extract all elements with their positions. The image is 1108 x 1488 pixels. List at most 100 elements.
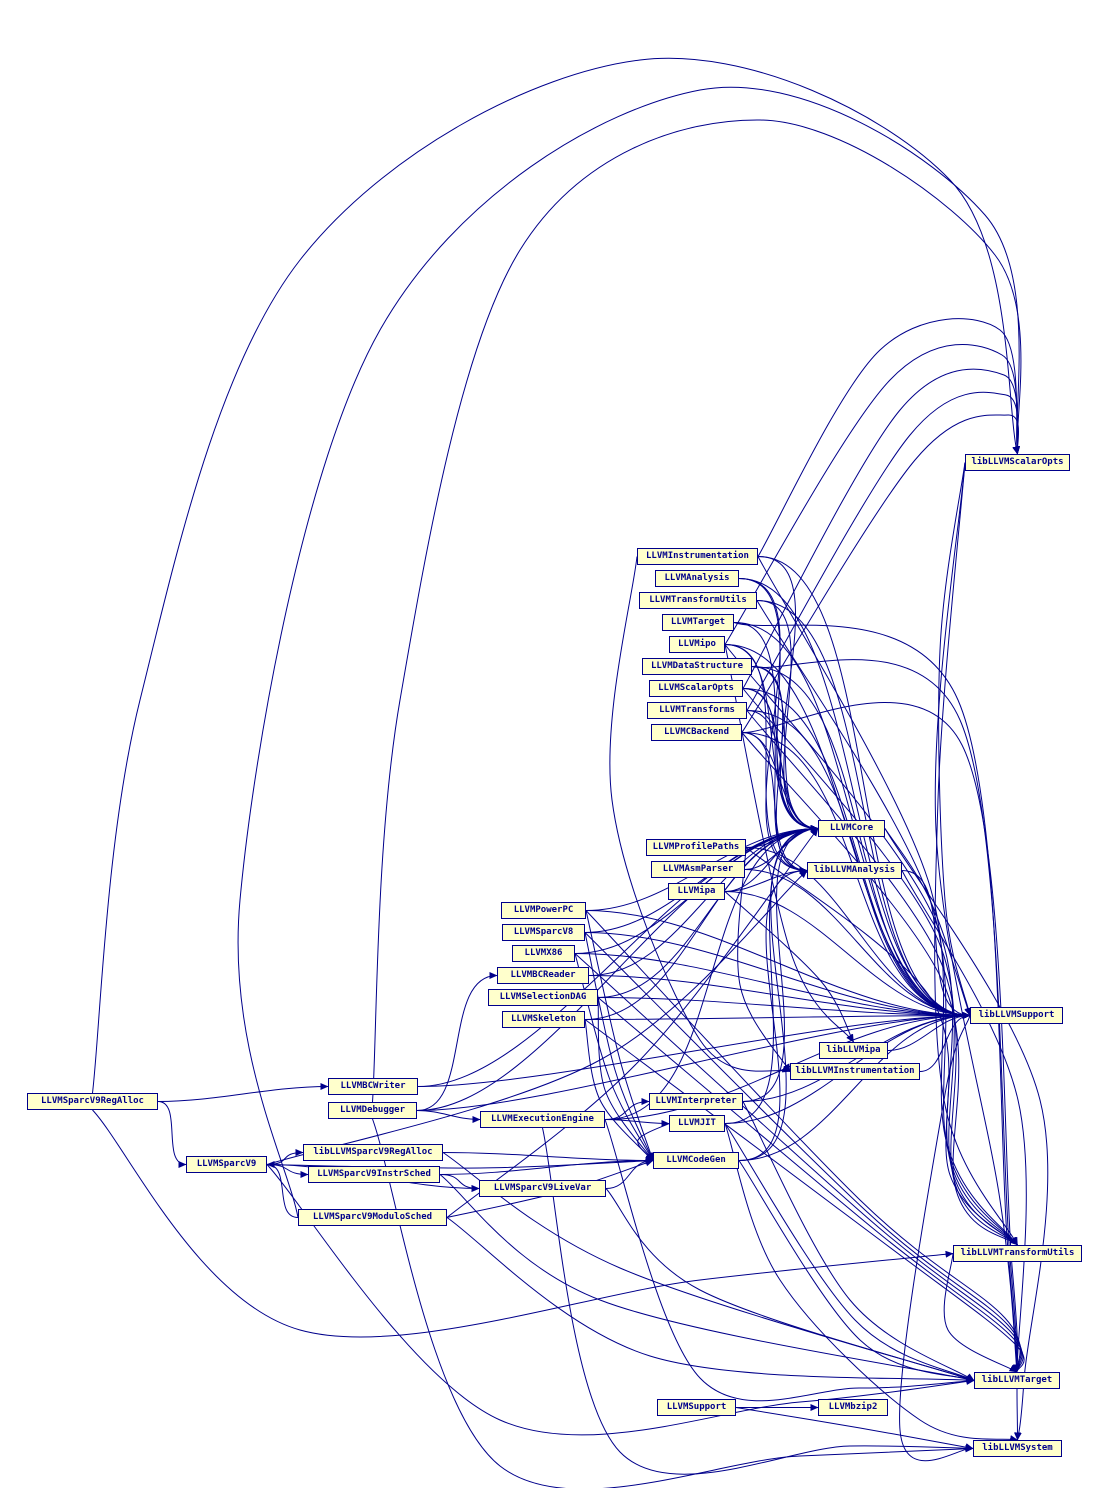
graph-node-LLVMCore[interactable]: LLVMCore bbox=[818, 820, 885, 837]
graph-node-LLVMCBackend[interactable]: LLVMCBackend bbox=[651, 724, 742, 741]
edge-LLVMDebugger-to-libLLVMSystem bbox=[372, 1118, 974, 1488]
graph-node-LLVMSupport[interactable]: LLVMSupport bbox=[657, 1399, 736, 1416]
edge-LLVMCBackend-to-libLLVMTransformUtils bbox=[741, 732, 1018, 1246]
edge-LLVMExecutionEngine-to-LLVMJIT bbox=[604, 1119, 670, 1127]
edge-libLLVMTransformUtils-to-libLLVMTarget bbox=[943, 1253, 1018, 1373]
graph-node-LLVMPowerPC[interactable]: LLVMPowerPC bbox=[501, 902, 586, 919]
edge-LLVMDebugger-to-LLVMCore bbox=[416, 825, 819, 1111]
graph-node-LLVMSparcV9ModuloSched[interactable]: LLVMSparcV9ModuloSched bbox=[298, 1209, 447, 1226]
edge-LLVMSparcV9InstrSched-to-LLVMSparcV9LiveVar bbox=[439, 1174, 480, 1192]
edge-LLVMSparcV9RegAlloc-to-libLLVMTransformUtils bbox=[92, 1109, 954, 1338]
graph-node-LLVMBCReader[interactable]: LLVMBCReader bbox=[497, 967, 589, 984]
edge-LLVMSparcV9ModuloSched-to-LLVMSparcV9 bbox=[266, 1161, 299, 1218]
graph-node-LLVMProfilePaths[interactable]: LLVMProfilePaths bbox=[646, 839, 746, 856]
edge-LLVMTransforms-to-libLLVMScalarOpts bbox=[746, 391, 1020, 711]
graph-node-LLVMExecutionEngine[interactable]: LLVMExecutionEngine bbox=[480, 1111, 605, 1128]
edge-LLVMSparcV9ModuloSched-to-libLLVMScalarOpts bbox=[237, 86, 1020, 1218]
edge-LLVMBCWriter-to-LLVMCore bbox=[417, 825, 819, 1087]
edge-LLVMExecutionEngine-to-libLLVMSystem bbox=[542, 1127, 974, 1475]
graph-node-libLLVMipa[interactable]: libLLVMipa bbox=[819, 1042, 888, 1059]
graph-node-LLVMScalarOpts[interactable]: LLVMScalarOpts bbox=[649, 680, 743, 697]
edge-libLLVMScalarOpts-to-libLLVMTarget bbox=[934, 462, 1020, 1373]
edge-LLVMJIT-to-libLLVMTarget bbox=[724, 1123, 975, 1381]
graph-node-LLVMCodeGen[interactable]: LLVMCodeGen bbox=[653, 1152, 739, 1169]
edge-LLVMDataStructure-to-libLLVMTarget bbox=[751, 659, 1021, 1373]
edge-LLVMSparcV8-to-libLLVMTarget bbox=[584, 932, 1022, 1373]
graph-node-LLVMSparcV9InstrSched[interactable]: LLVMSparcV9InstrSched bbox=[308, 1166, 440, 1183]
edge-LLVMAnalysis-to-LLVMCore bbox=[738, 578, 819, 832]
edge-LLVMSparcV9RegAlloc-to-LLVMBCWriter bbox=[157, 1083, 329, 1102]
graph-node-LLVMSelectionDAG[interactable]: LLVMSelectionDAG bbox=[488, 989, 598, 1006]
edge-LLVMCodeGen-to-libLLVMSupport bbox=[738, 1012, 971, 1161]
edge-LLVMDebugger-to-LLVMExecutionEngine bbox=[416, 1110, 481, 1123]
graph-node-LLVMTransforms[interactable]: LLVMTransforms bbox=[647, 702, 747, 719]
graph-node-libLLVMTransformUtils[interactable]: libLLVMTransformUtils bbox=[953, 1245, 1082, 1262]
edge-LLVMTransformUtils-to-LLVMCore bbox=[756, 600, 819, 832]
graph-node-LLVMTarget[interactable]: LLVMTarget bbox=[662, 614, 734, 631]
graph-node-LLVMSparcV9LiveVar[interactable]: LLVMSparcV9LiveVar bbox=[479, 1180, 606, 1197]
edge-LLVMipa-to-libLLVMSupport bbox=[724, 891, 971, 1019]
edge-LLVMExecutionEngine-to-libLLVMTarget bbox=[604, 1119, 975, 1402]
graph-node-LLVMSparcV9RegAlloc[interactable]: LLVMSparcV9RegAlloc bbox=[27, 1093, 158, 1110]
graph-node-libLLVMSystem[interactable]: libLLVMSystem bbox=[973, 1440, 1062, 1457]
edge-LLVMCodeGen-to-LLVMCore bbox=[738, 825, 819, 1161]
graph-node-libLLVMSparcV9RegAlloc[interactable]: libLLVMSparcV9RegAlloc bbox=[303, 1144, 443, 1161]
edge-LLVMProfilePaths-to-libLLVMInstrumentation bbox=[737, 847, 791, 1072]
graph-node-LLVMBCWriter[interactable]: LLVMBCWriter bbox=[328, 1078, 418, 1095]
graph-node-LLVMipo[interactable]: LLVMipo bbox=[669, 636, 725, 653]
edge-LLVMSkeleton-to-libLLVMTarget bbox=[584, 1019, 1025, 1373]
edge-LLVMTransformUtils-to-libLLVMSupport bbox=[756, 600, 971, 1019]
graph-node-LLVMipa[interactable]: LLVMipa bbox=[668, 883, 725, 900]
graph-node-LLVMJIT[interactable]: LLVMJIT bbox=[669, 1115, 725, 1132]
edge-LLVMipa-to-LLVMCore bbox=[724, 825, 819, 892]
graph-node-LLVMDebugger[interactable]: LLVMDebugger bbox=[328, 1102, 417, 1119]
edge-libLLVMScalarOpts-to-libLLVMTransformUtils bbox=[934, 462, 1018, 1246]
graph-node-LLVMX86[interactable]: LLVMX86 bbox=[512, 945, 575, 962]
edge-LLVMipo-to-libLLVMScalarOpts bbox=[724, 343, 1020, 645]
edge-LLVMX86-to-libLLVMSupport bbox=[574, 953, 971, 1019]
edge-libLLVMSparcV9RegAlloc-to-LLVMCodeGen bbox=[442, 1152, 654, 1164]
edge-LLVMBCReader-to-libLLVMSupport bbox=[588, 975, 971, 1019]
edge-LLVMCodeGen-to-libLLVMAnalysis bbox=[738, 867, 808, 1161]
graph-node-libLLVMInstrumentation[interactable]: libLLVMInstrumentation bbox=[790, 1063, 920, 1080]
edge-LLVMSparcV9RegAlloc-to-LLVMSparcV9 bbox=[157, 1101, 187, 1168]
edge-LLVMScalarOpts-to-libLLVMSupport bbox=[742, 688, 971, 1019]
edge-LLVMTransformUtils-to-libLLVMTransformUtils bbox=[756, 600, 1018, 1246]
graph-node-libLLVMScalarOpts[interactable]: libLLVMScalarOpts bbox=[965, 454, 1070, 471]
edge-LLVMipo-to-libLLVMAnalysis bbox=[724, 644, 808, 874]
edge-LLVMDataStructure-to-libLLVMSupport bbox=[751, 666, 971, 1019]
edge-LLVMSparcV9InstrSched-to-LLVMCodeGen bbox=[439, 1157, 654, 1175]
graph-node-libLLVMAnalysis[interactable]: libLLVMAnalysis bbox=[807, 862, 902, 879]
edge-LLVMInstrumentation-to-libLLVMTransformUtils bbox=[757, 556, 1018, 1246]
edge-LLVMipa-to-libLLVMipa bbox=[724, 891, 854, 1043]
edge-LLVMJIT-to-libLLVMSystem bbox=[724, 1123, 1018, 1442]
graph-node-LLVMSkeleton[interactable]: LLVMSkeleton bbox=[502, 1011, 585, 1028]
edge-LLVMInstrumentation-to-libLLVMSupport bbox=[757, 556, 971, 1019]
edge-LLVMInstrumentation-to-libLLVMScalarOpts bbox=[757, 318, 1020, 557]
graph-node-LLVMTransformUtils[interactable]: LLVMTransformUtils bbox=[639, 592, 757, 609]
edge-LLVMPowerPC-to-libLLVMTarget bbox=[585, 910, 1021, 1373]
graph-node-LLVMSparcV9[interactable]: LLVMSparcV9 bbox=[186, 1156, 267, 1173]
edge-libLLVMipa-to-libLLVMSupport bbox=[887, 1012, 971, 1051]
graph-node-libLLVMSupport[interactable]: libLLVMSupport bbox=[970, 1007, 1063, 1024]
edge-LLVMSparcV9ModuloSched-to-libLLVMTarget bbox=[446, 1217, 975, 1384]
edge-LLVMJIT-to-LLVMCodeGen bbox=[637, 1123, 670, 1161]
edge-LLVMSelectionDAG-to-LLVMCodeGen bbox=[597, 997, 654, 1161]
edge-LLVMDebugger-to-libLLVMSupport bbox=[416, 1012, 971, 1111]
graph-node-LLVMSparcV8[interactable]: LLVMSparcV8 bbox=[502, 924, 585, 941]
edge-LLVMExecutionEngine-to-LLVMInterpreter bbox=[604, 1098, 650, 1120]
graph-node-LLVMAsmParser[interactable]: LLVMAsmParser bbox=[651, 861, 745, 878]
graph-node-LLVMInterpreter[interactable]: LLVMInterpreter bbox=[649, 1093, 743, 1110]
graph-node-LLVMbzip2[interactable]: LLVMbzip2 bbox=[818, 1399, 888, 1416]
edge-LLVMCBackend-to-libLLVMScalarOpts bbox=[741, 414, 1020, 733]
edge-LLVMInterpreter-to-LLVMCore bbox=[742, 825, 819, 1102]
edge-LLVMX86-to-libLLVMTarget bbox=[574, 953, 1023, 1373]
edge-LLVMScalarOpts-to-libLLVMScalarOpts bbox=[742, 368, 1020, 689]
graph-node-LLVMAnalysis[interactable]: LLVMAnalysis bbox=[655, 570, 739, 587]
graph-node-LLVMInstrumentation[interactable]: LLVMInstrumentation bbox=[637, 548, 758, 565]
graph-node-LLVMDataStructure[interactable]: LLVMDataStructure bbox=[642, 658, 752, 675]
edge-LLVMDebugger-to-LLVMBCReader bbox=[416, 972, 498, 1111]
graph-node-libLLVMTarget[interactable]: libLLVMTarget bbox=[974, 1372, 1060, 1389]
edge-LLVMTarget-to-libLLVMSupport bbox=[733, 622, 971, 1019]
